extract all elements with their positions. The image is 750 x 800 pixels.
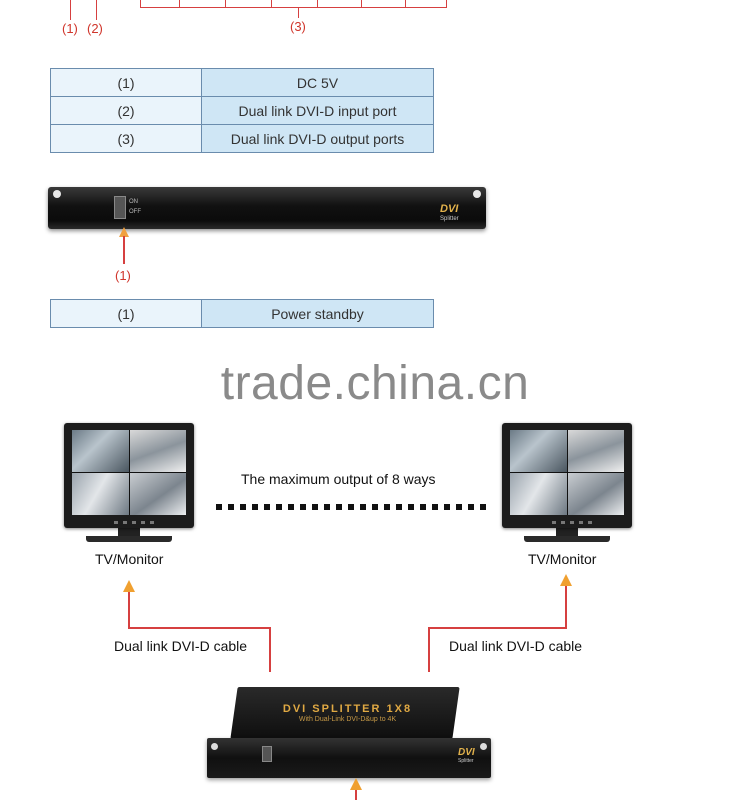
cable-line: [428, 627, 567, 629]
label-output-ports: (3): [290, 19, 306, 34]
port-table: (1) DC 5V (2) Dual link DVI-D input port…: [50, 68, 434, 153]
dvi-logo: DVI Splitter: [440, 204, 459, 224]
right-monitor: [502, 423, 632, 542]
pointer-line-power: [123, 236, 125, 264]
max-output-text: The maximum output of 8 ways: [241, 471, 436, 487]
rear-panel-outline: [140, 0, 447, 8]
splitter-device-front: [207, 738, 491, 778]
splitter-subtitle: With Dual-Link DVI-D&up to 4K: [240, 716, 455, 723]
power-switch: [262, 746, 272, 762]
power-table: (1) Power standby: [50, 299, 434, 328]
cable-line: [128, 627, 271, 629]
table-row: (1) Power standby: [51, 300, 434, 328]
arrow-up-icon: [560, 574, 572, 586]
rack-ear-hole: [53, 190, 61, 198]
table-key: (3): [51, 125, 202, 153]
left-monitor: [64, 423, 194, 542]
table-value: Dual link DVI-D input port: [202, 97, 434, 125]
table-key: (2): [51, 97, 202, 125]
rack-ear-hole: [211, 743, 218, 750]
table-row: (1) DC 5V: [51, 69, 434, 97]
cable-line: [565, 586, 567, 628]
label-input-port: (2): [87, 21, 103, 36]
splitter-title: DVI SPLITTER 1X8: [240, 703, 455, 715]
dotted-connection-line: [216, 504, 488, 510]
cable-line: [269, 627, 271, 672]
pointer-line-2: [96, 0, 97, 20]
front-panel-image: ON OFF DVI Splitter: [48, 187, 486, 229]
table-key: (1): [51, 300, 202, 328]
table-value: DC 5V: [202, 69, 434, 97]
cable-line: [128, 592, 130, 628]
arrow-up-icon: [350, 778, 362, 790]
watermark: trade.china.cn: [0, 356, 750, 411]
monitor-screen: [510, 430, 624, 515]
power-switch: [114, 196, 126, 219]
rack-ear-hole: [480, 743, 487, 750]
table-row: (2) Dual link DVI-D input port: [51, 97, 434, 125]
pointer-line-3: [298, 8, 299, 18]
right-cable-label: Dual link DVI-D cable: [449, 638, 582, 654]
rack-ear-hole: [473, 190, 481, 198]
cable-line: [355, 790, 357, 800]
table-key: (1): [51, 69, 202, 97]
table-value: Dual link DVI-D output ports: [202, 125, 434, 153]
power-switch-label: ON OFF: [129, 197, 141, 217]
table-row: (3) Dual link DVI-D output ports: [51, 125, 434, 153]
dvi-logo: DVI Splitter: [458, 748, 475, 766]
label-power-standby: (1): [115, 268, 131, 283]
monitor-screen: [72, 430, 186, 515]
right-monitor-label: TV/Monitor: [528, 551, 596, 567]
label-dc-5v: (1): [62, 21, 78, 36]
cable-line: [428, 627, 430, 672]
pointer-line-1: [70, 0, 71, 20]
table-value: Power standby: [202, 300, 434, 328]
left-monitor-label: TV/Monitor: [95, 551, 163, 567]
left-cable-label: Dual link DVI-D cable: [114, 638, 247, 654]
arrow-up-icon: [123, 580, 135, 592]
